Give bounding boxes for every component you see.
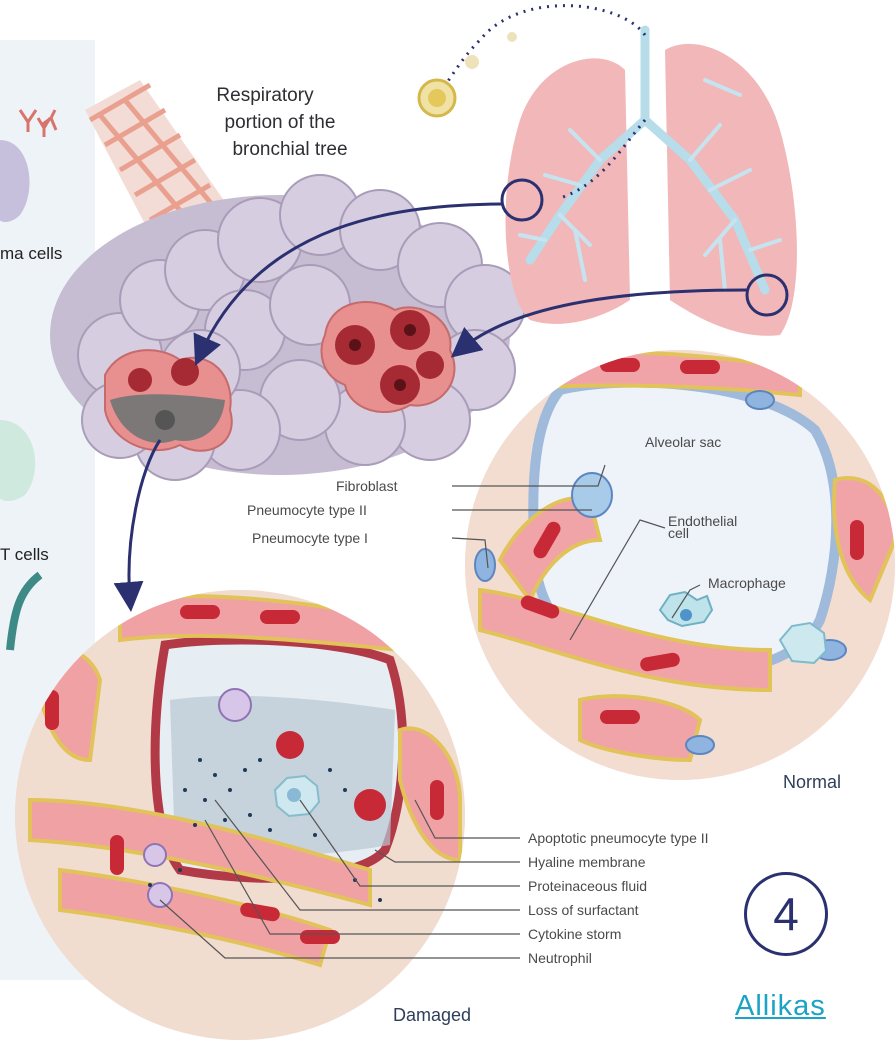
pneumocyte-type-2-label: Pneumocyte type II: [247, 502, 367, 518]
title-line-3: bronchial tree: [195, 138, 385, 161]
damaged-alveolus: [10, 585, 520, 1045]
macrophage-label: Macrophage: [708, 575, 786, 591]
alveolar-sac-label: Alveolar sac: [645, 434, 721, 450]
pneumocyte-type-1-label: Pneumocyte type I: [252, 530, 368, 546]
fibroblast-label: Fibroblast: [336, 478, 397, 494]
proteinaceous-fluid-label: Proteinaceous fluid: [528, 878, 647, 894]
endothelial-label-line-2: cell: [668, 527, 689, 540]
normal-state-label: Normal: [783, 772, 841, 793]
cytokine-storm-label: Cytokine storm: [528, 926, 621, 942]
loss-of-surfactant-label: Loss of surfactant: [528, 902, 639, 918]
number-badge: 4: [744, 872, 828, 956]
title-line-1: Respiratory: [170, 84, 360, 107]
plasma-cells-label: ma cells: [0, 244, 62, 264]
apoptotic-pneumocyte-label: Apoptotic pneumocyte type II: [528, 830, 709, 846]
allikas-link[interactable]: Allikas: [735, 990, 826, 1023]
neutrophil-label: Neutrophil: [528, 950, 592, 966]
t-cells-label: T cells: [0, 545, 49, 565]
damaged-state-label: Damaged: [393, 1005, 471, 1026]
alveoli-cluster: [50, 175, 525, 480]
hyaline-membrane-label: Hyaline membrane: [528, 854, 646, 870]
title-line-2: portion of the: [185, 111, 375, 134]
normal-alveolus: [452, 340, 895, 780]
